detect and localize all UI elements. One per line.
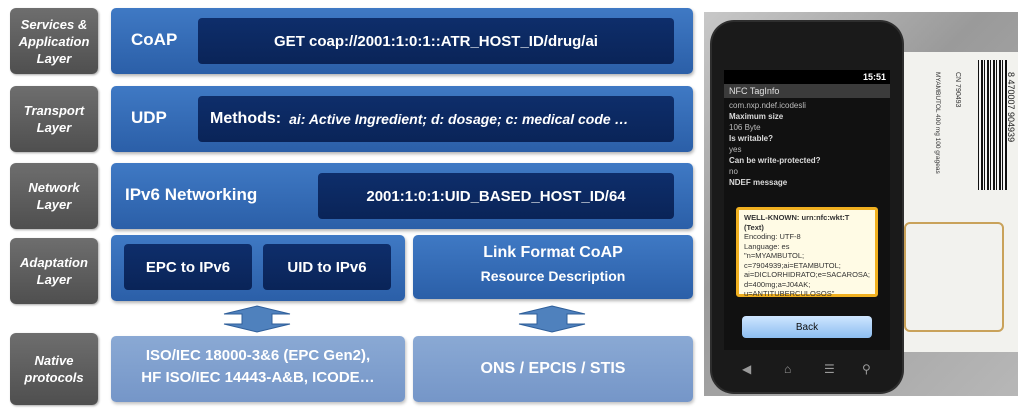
ndef-label: NDEF message [729, 178, 788, 187]
nav-menu-icon[interactable]: ☰ [824, 362, 835, 376]
app-title-bar: NFC TagInfo [724, 84, 890, 98]
nfc-phone-photo: 8 470007 904939 MYAMBUTOL 400 mg 100 gra… [704, 12, 1018, 396]
native-protocols-left-box: ISO/IEC 18000-3&6 (EPC Gen2), HF ISO/IEC… [111, 336, 405, 402]
protect-value: no [729, 167, 738, 176]
ipv6-address-box: 2001:1:0:1:UID_BASED_HOST_ID/64 [318, 173, 674, 219]
methods-text: ai: Active Ingredient; d: dosage; c: med… [289, 111, 629, 127]
transport-layer-bar: UDP Methods: ai: Active Ingredient; d: d… [111, 86, 693, 152]
link-format-box: Link Format CoAP Resource Description [413, 235, 693, 299]
nav-back-icon[interactable]: ◀ [742, 362, 752, 376]
back-button[interactable]: Back [742, 316, 872, 338]
ndef-record-title: WELL-KNOWN: urn:nfc:wkt:T (Text) [744, 213, 850, 232]
udp-label: UDP [131, 108, 167, 127]
coap-request-text: GET coap://2001:1:0:1::ATR_HOST_ID/drug/… [274, 32, 598, 50]
nav-home-icon[interactable]: ⌂ [784, 362, 792, 376]
ons-epcis-stis-text: ONS / EPCIS / STIS [480, 360, 626, 377]
status-bar: 15:51 [724, 70, 890, 84]
methods-label: Methods: [210, 110, 282, 127]
ipv6-address-text: 2001:1:0:1:UID_BASED_HOST_ID/64 [366, 187, 626, 205]
barcode-number: 8 470007 904939 [1006, 72, 1016, 143]
package-cn: CN 790493 [954, 72, 961, 108]
network-layer-bar: IPv6 Networking 2001:1:0:1:UID_BASED_HOS… [111, 163, 693, 229]
epc-to-ipv6-text: EPC to IPv6 [145, 258, 231, 276]
layer-label-adaptation: Adaptation Layer [10, 238, 98, 304]
services-layer-bar: CoAP GET coap://2001:1:0:1::ATR_HOST_ID/… [111, 8, 693, 74]
uid-to-ipv6-text: UID to IPv6 [287, 258, 367, 276]
tag-type-text: com.nxp.ndef.icodesli [729, 101, 806, 110]
nfc-antenna [904, 222, 1004, 332]
ipv6-networking-label: IPv6 Networking [125, 185, 258, 204]
ndef-record-line: Encoding: UTF-8 [744, 232, 801, 241]
barcode [978, 60, 1008, 190]
layer-label-transport: Transport Layer [10, 86, 98, 152]
app-title: NFC TagInfo [729, 86, 780, 96]
double-arrow-left [220, 305, 294, 333]
ndef-record-line: d=400mg;a=J04AK; [744, 279, 811, 289]
coap-request-box: GET coap://2001:1:0:1::ATR_HOST_ID/drug/… [198, 18, 674, 64]
link-format-title: Link Format CoAP [483, 244, 623, 261]
ndef-record-line: c=7904939;ai=ETAMBUTOL; [744, 260, 841, 270]
uid-to-ipv6-box: UID to IPv6 [263, 244, 391, 290]
ndef-record-box: WELL-KNOWN: urn:nfc:wkt:T (Text) Encodin… [736, 207, 878, 298]
ndef-record-line: Language: es [744, 241, 790, 251]
max-size-label: Maximum size [729, 112, 784, 121]
ndef-record-line: "n=MYAMBUTOL; [744, 251, 805, 260]
writable-label: Is writable? [729, 134, 774, 143]
layer-label-native: Native protocols [10, 333, 98, 405]
status-time: 15:51 [862, 72, 886, 82]
ndef-record-line: u=ANTITUBERCULOSOS" [744, 289, 835, 298]
epc-to-ipv6-box: EPC to IPv6 [124, 244, 252, 290]
smartphone: 15:51 NFC TagInfo com.nxp.ndef.icodesli … [712, 22, 902, 392]
native-protocols-line2: HF ISO/IEC 14443-A&B, ICODE… [141, 369, 375, 386]
protect-label: Can be write-protected? [729, 156, 821, 165]
ndef-record-line: ai=DICLORHIDRATO;e=SACAROSA; [744, 270, 871, 279]
package-text: MYAMBUTOL 400 mg 100 grageas [934, 72, 941, 174]
medicine-package: 8 470007 904939 MYAMBUTOL 400 mg 100 gra… [894, 52, 1018, 352]
coap-label: CoAP [131, 30, 178, 49]
native-protocols-right-box: ONS / EPCIS / STIS [413, 336, 693, 402]
adaptation-layer-bar: EPC to IPv6 UID to IPv6 [111, 235, 405, 301]
nav-search-icon[interactable]: ⚲ [862, 362, 871, 376]
back-button-label: Back [795, 321, 819, 333]
layer-label-services: Services & Application Layer [10, 8, 98, 74]
max-size-value: 106 Byte [729, 123, 761, 132]
tag-info-list: com.nxp.ndef.icodesli Maximum size 106 B… [729, 100, 887, 188]
double-arrow-right [515, 305, 589, 333]
layer-label-network: Network Layer [10, 163, 98, 229]
native-protocols-line1: ISO/IEC 18000-3&6 (EPC Gen2), [145, 347, 371, 364]
writable-value: yes [729, 145, 742, 154]
phone-screen: 15:51 NFC TagInfo com.nxp.ndef.icodesli … [724, 70, 890, 350]
methods-box: Methods: ai: Active Ingredient; d: dosag… [198, 96, 674, 142]
link-format-subtitle: Resource Description [480, 268, 626, 284]
